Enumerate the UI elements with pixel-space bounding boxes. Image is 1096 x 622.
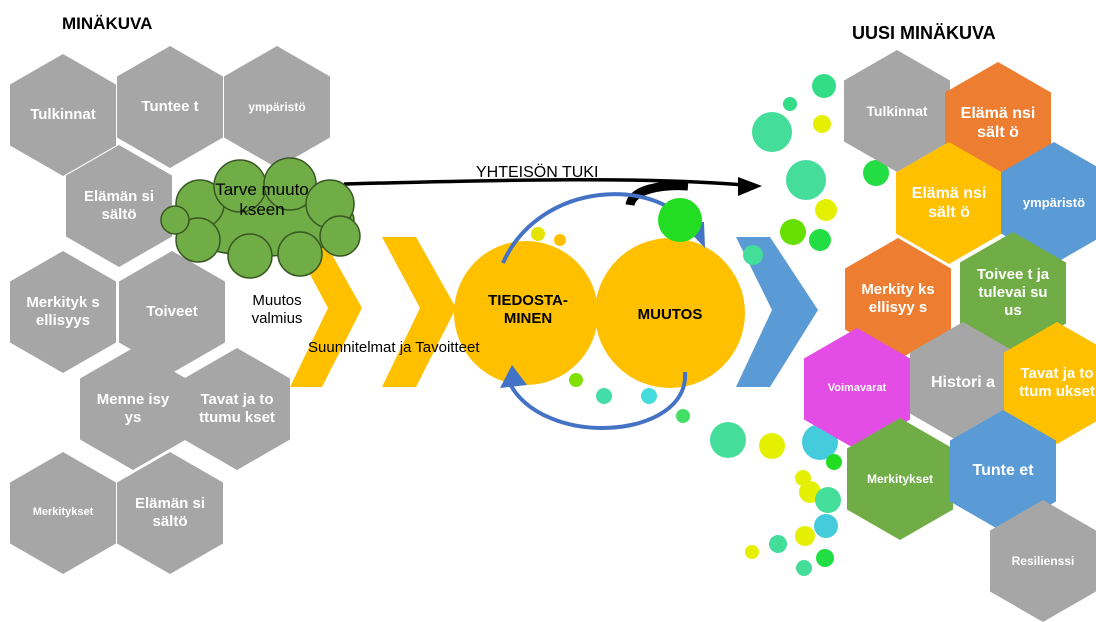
bubble [743,245,763,265]
bubble [531,227,545,241]
bubble [769,535,787,553]
bubble [812,74,836,98]
bubble [641,388,657,404]
bubble [780,219,806,245]
bubble [783,97,797,111]
bubble [826,454,842,470]
bubble [710,422,746,458]
cycle-arrow-bottom [506,371,688,430]
support-arrow-hook [625,181,689,207]
bubble [759,433,785,459]
left-hex: Tavat ja tottumu kset [184,348,290,470]
bubbles [531,74,889,576]
left-title: MINÄKUVA [62,14,153,33]
support-arrow-line [343,177,756,188]
chevron-arrow-1 [290,237,362,387]
bubble [815,199,837,221]
bubble [676,409,690,423]
bubble [815,487,841,513]
cycle-arrow-bottom-head [500,365,527,388]
bubble [745,545,759,559]
need-cloud [160,157,361,279]
bubble [569,373,583,387]
bubble [796,560,812,576]
support-arrow-head [738,177,762,196]
chevron-arrow-blue [736,237,818,387]
bubble [786,160,826,200]
cloud-label: Tarve muutokseen [215,180,309,220]
bubble [596,388,612,404]
readiness-label: Muutos valmius [251,292,303,327]
bubble [863,160,889,186]
plans-label: Suunnitelmat ja Tavoitteet [308,339,480,356]
bubble [816,549,834,567]
bubble [752,112,792,152]
awareness-circle [454,241,598,385]
bubble [813,115,831,133]
support-label: YHTEISÖN TUKI [476,164,599,181]
change-label: MUUTOS [637,306,703,323]
awareness-label: TIEDOSTA-MINEN [488,292,568,327]
right-hex: Elämä nsisält ö [896,142,1002,264]
right-title: UUSI MINÄKUVA [852,23,996,43]
left-hex: Menne isyys [80,348,186,470]
bubble [795,526,815,546]
change-circle [595,238,745,388]
bubble [554,234,566,246]
bubble [658,198,702,242]
left-hex: Merkityk sellisyys [10,251,116,373]
bubble [814,514,838,538]
bubble [809,229,831,251]
chevron-arrow-2 [382,237,456,387]
